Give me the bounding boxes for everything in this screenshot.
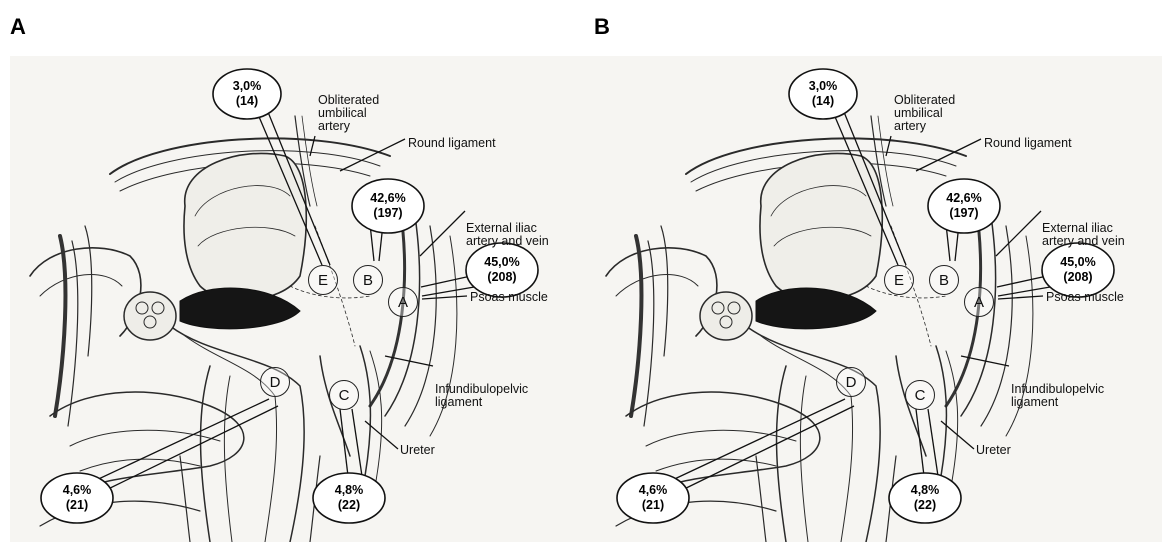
bubble-c-percent: 4,8%	[313, 483, 385, 498]
site-a-marker: A	[388, 287, 418, 317]
bubble-e-percent: 3,0%	[213, 79, 281, 94]
bubble-b-count: (197)	[928, 206, 1000, 221]
bubble-d-percent: 4,6%	[41, 483, 113, 498]
bubble-d-percent: 4,6%	[617, 483, 689, 498]
site-b-marker: B	[353, 265, 383, 295]
bubble-b-percent: 42,6%	[928, 191, 1000, 206]
label-ureter: Ureter	[400, 444, 435, 457]
bubble-b-percent: 42,6%	[352, 191, 424, 206]
site-c-marker: C	[329, 380, 359, 410]
bubble-c-count: (22)	[313, 498, 385, 513]
site-a-marker: A	[964, 287, 994, 317]
site-d-marker: D	[836, 367, 866, 397]
bubble-d: 4,6% (21)	[41, 483, 113, 513]
label-psoas-muscle: Psoas muscle	[1046, 291, 1124, 304]
site-d-marker: D	[260, 367, 290, 397]
bubble-c-percent: 4,8%	[889, 483, 961, 498]
bubble-d-count: (21)	[41, 498, 113, 513]
site-e-marker: E	[308, 265, 338, 295]
label-ureter: Ureter	[976, 444, 1011, 457]
panel-a-illustration: 3,0% (14) 42,6% (197) 45,0% (208) 4,6% (…	[10, 56, 586, 542]
bubble-c-count: (22)	[889, 498, 961, 513]
bubble-e: 3,0% (14)	[789, 79, 857, 109]
panel-a-letter: A	[10, 14, 26, 40]
bubble-e: 3,0% (14)	[213, 79, 281, 109]
panel-b-illustration: 3,0% (14) 42,6% (197) 45,0% (208) 4,6% (…	[586, 56, 1162, 542]
bubble-e-percent: 3,0%	[789, 79, 857, 94]
bubble-e-count: (14)	[213, 94, 281, 109]
label-round-ligament: Round ligament	[408, 137, 496, 150]
bubble-b: 42,6% (197)	[928, 191, 1000, 221]
bubble-d: 4,6% (21)	[617, 483, 689, 513]
bubble-c: 4,8% (22)	[889, 483, 961, 513]
panel-b-letter: B	[594, 14, 610, 40]
site-b-marker: B	[929, 265, 959, 295]
site-c-marker: C	[905, 380, 935, 410]
bubble-b-count: (197)	[352, 206, 424, 221]
bubble-b: 42,6% (197)	[352, 191, 424, 221]
label-round-ligament: Round ligament	[984, 137, 1072, 150]
site-e-marker: E	[884, 265, 914, 295]
bubble-e-count: (14)	[789, 94, 857, 109]
bubble-c: 4,8% (22)	[313, 483, 385, 513]
label-psoas-muscle: Psoas muscle	[470, 291, 548, 304]
bubble-d-count: (21)	[617, 498, 689, 513]
